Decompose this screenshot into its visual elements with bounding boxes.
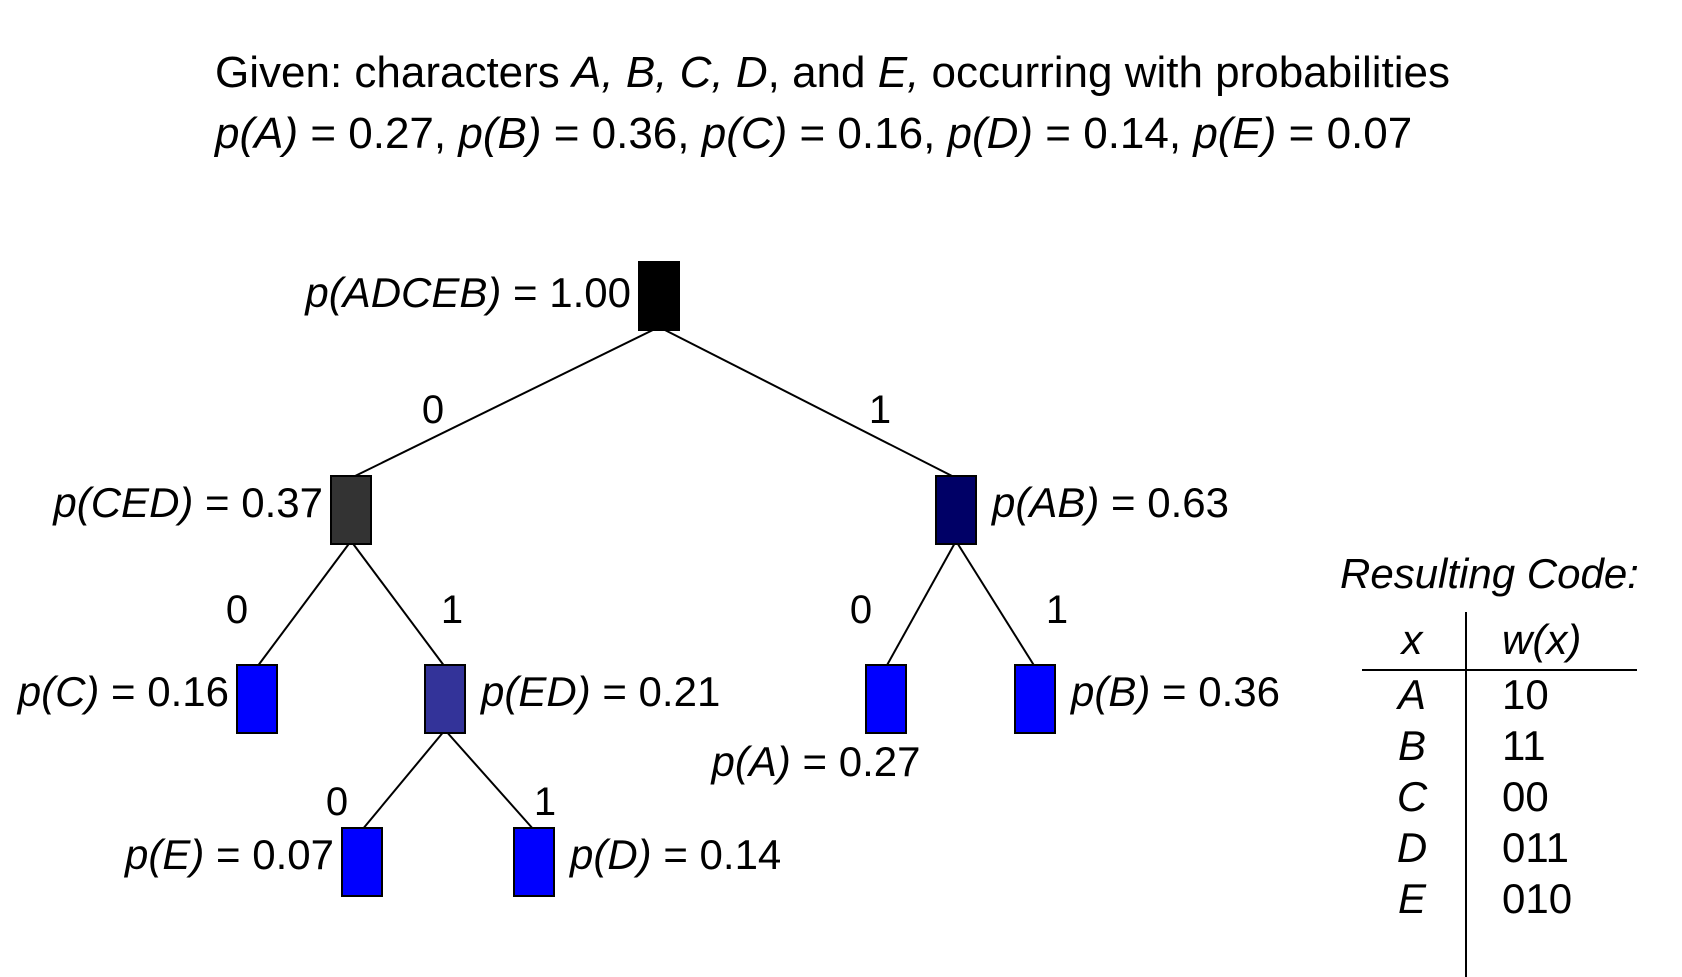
code-table-row: C 00 xyxy=(1362,771,1652,822)
code-table-title: Resulting Code: xyxy=(1340,550,1639,597)
node-box xyxy=(236,664,278,734)
tree-edge-ab-b xyxy=(955,540,1036,668)
tree-edge-ced-c xyxy=(256,540,352,668)
tree-edge-ed-d xyxy=(444,729,535,831)
tree-node-c: p(C) = 0.16 xyxy=(16,664,278,734)
node-probability-label: p(ADCEB) = 1.00 xyxy=(303,269,631,316)
code-table-row: B 11 xyxy=(1362,720,1652,771)
problem-statement: Given: characters A, B, C, D, and E, occ… xyxy=(215,42,1450,164)
statement-run: = 0.07 xyxy=(1276,109,1413,158)
statement-run: E, xyxy=(877,48,920,97)
tree-node-root: p(ADCEB) = 1.00 xyxy=(303,261,680,331)
tree-edge-root-ab xyxy=(658,326,957,479)
edge-bit-label: 0 xyxy=(422,388,444,432)
edge-bit-label: 1 xyxy=(869,388,891,432)
tree-node-ed: p(ED) = 0.21 xyxy=(424,664,720,734)
node-probability-label: p(C) = 0.16 xyxy=(16,668,229,715)
codeword-cell: 10 xyxy=(1502,671,1549,718)
node-probability-label: p(E) = 0.07 xyxy=(123,831,334,878)
node-probability-label: p(A) = 0.27 xyxy=(710,738,921,785)
column-header-codeword: w(x) xyxy=(1502,616,1582,663)
column-header-x: x xyxy=(1401,616,1423,663)
statement-run: = 0.27, xyxy=(298,109,459,158)
statement-run: , and xyxy=(767,48,878,97)
statement-run: Given: characters xyxy=(215,48,573,97)
node-box xyxy=(341,827,383,897)
node-box xyxy=(330,475,372,545)
tree-edge-root-ced xyxy=(350,326,660,479)
node-probability-label: p(AB) = 0.63 xyxy=(990,479,1229,526)
tree-nodes: p(ADCEB) = 1.00 p(CED) = 0.37 p(AB) = 0.63… xyxy=(16,261,1280,897)
tree-node-e: p(E) = 0.07 xyxy=(123,827,383,897)
statement-run: A, B, C, D xyxy=(572,48,768,97)
tree-edge-ab-a xyxy=(885,540,957,668)
resulting-code-table: Resulting Code: x w(x) A 10 B 11 C 00 D … xyxy=(1340,550,1670,977)
statement-run: = 0.16, xyxy=(787,109,948,158)
tree-node-ab: p(AB) = 0.63 xyxy=(935,475,1229,545)
edge-bit-label: 1 xyxy=(1046,588,1068,632)
tree-edge-ed-e xyxy=(361,729,446,831)
edge-bit-label: 1 xyxy=(441,588,463,632)
tree-node-b: p(B) = 0.36 xyxy=(1014,664,1280,734)
problem-statement-line-2: p(A) = 0.27, p(B) = 0.36, p(C) = 0.16, p… xyxy=(215,103,1450,164)
codeword-cell: 011 xyxy=(1502,824,1569,871)
node-probability-label: p(CED) = 0.37 xyxy=(51,479,323,526)
symbol-cell: D xyxy=(1396,824,1428,871)
problem-statement-line-1: Given: characters A, B, C, D, and E, occ… xyxy=(215,42,1450,103)
statement-run: p(E) xyxy=(1193,109,1277,158)
edge-bit-label: 0 xyxy=(226,588,248,632)
tree-edge-ced-ed xyxy=(350,540,446,668)
edge-bit-label: 0 xyxy=(326,780,348,824)
tree-edges: 0 1 0 1 0 1 0 1 xyxy=(226,326,1068,831)
edge-bit-label: 1 xyxy=(534,780,556,824)
statement-run: p(A) xyxy=(215,109,299,158)
node-box xyxy=(638,261,680,331)
symbol-cell: C xyxy=(1396,773,1428,820)
node-probability-label: p(B) = 0.36 xyxy=(1069,668,1280,715)
statement-run: = 0.14, xyxy=(1033,109,1194,158)
code-table-row: A 10 xyxy=(1362,669,1652,720)
symbol-cell: B xyxy=(1397,722,1426,769)
code-table-header-row: x w(x) xyxy=(1362,614,1652,665)
tree-node-a: p(A) = 0.27 xyxy=(710,664,921,785)
code-table-header-rule xyxy=(1362,669,1637,671)
tree-node-d: p(D) = 0.14 xyxy=(513,827,781,897)
code-table-row: D 011 xyxy=(1362,822,1652,873)
edge-bit-label: 0 xyxy=(850,588,872,632)
statement-run: p(C) xyxy=(701,109,788,158)
symbol-cell: E xyxy=(1397,875,1426,922)
codeword-cell: 00 xyxy=(1502,773,1549,820)
node-probability-label: p(ED) = 0.21 xyxy=(479,668,720,715)
node-probability-label: p(D) = 0.14 xyxy=(568,831,781,878)
codeword-cell: 11 xyxy=(1502,722,1546,769)
statement-run: p(B) xyxy=(458,109,542,158)
code-table-grid: x w(x) A 10 B 11 C 00 D 011 E 010 xyxy=(1362,612,1652,977)
node-box xyxy=(424,664,466,734)
node-box xyxy=(1014,664,1056,734)
code-table-column-divider xyxy=(1465,612,1467,977)
node-box xyxy=(865,664,907,734)
node-box xyxy=(513,827,555,897)
statement-run: = 0.36, xyxy=(541,109,702,158)
node-box xyxy=(935,475,977,545)
tree-node-ced: p(CED) = 0.37 xyxy=(51,475,372,545)
symbol-cell: A xyxy=(1397,671,1426,718)
statement-run: occurring with probabilities xyxy=(919,48,1450,97)
code-table-row: E 010 xyxy=(1362,873,1652,924)
codeword-cell: 010 xyxy=(1502,875,1573,922)
statement-run: p(D) xyxy=(947,109,1034,158)
